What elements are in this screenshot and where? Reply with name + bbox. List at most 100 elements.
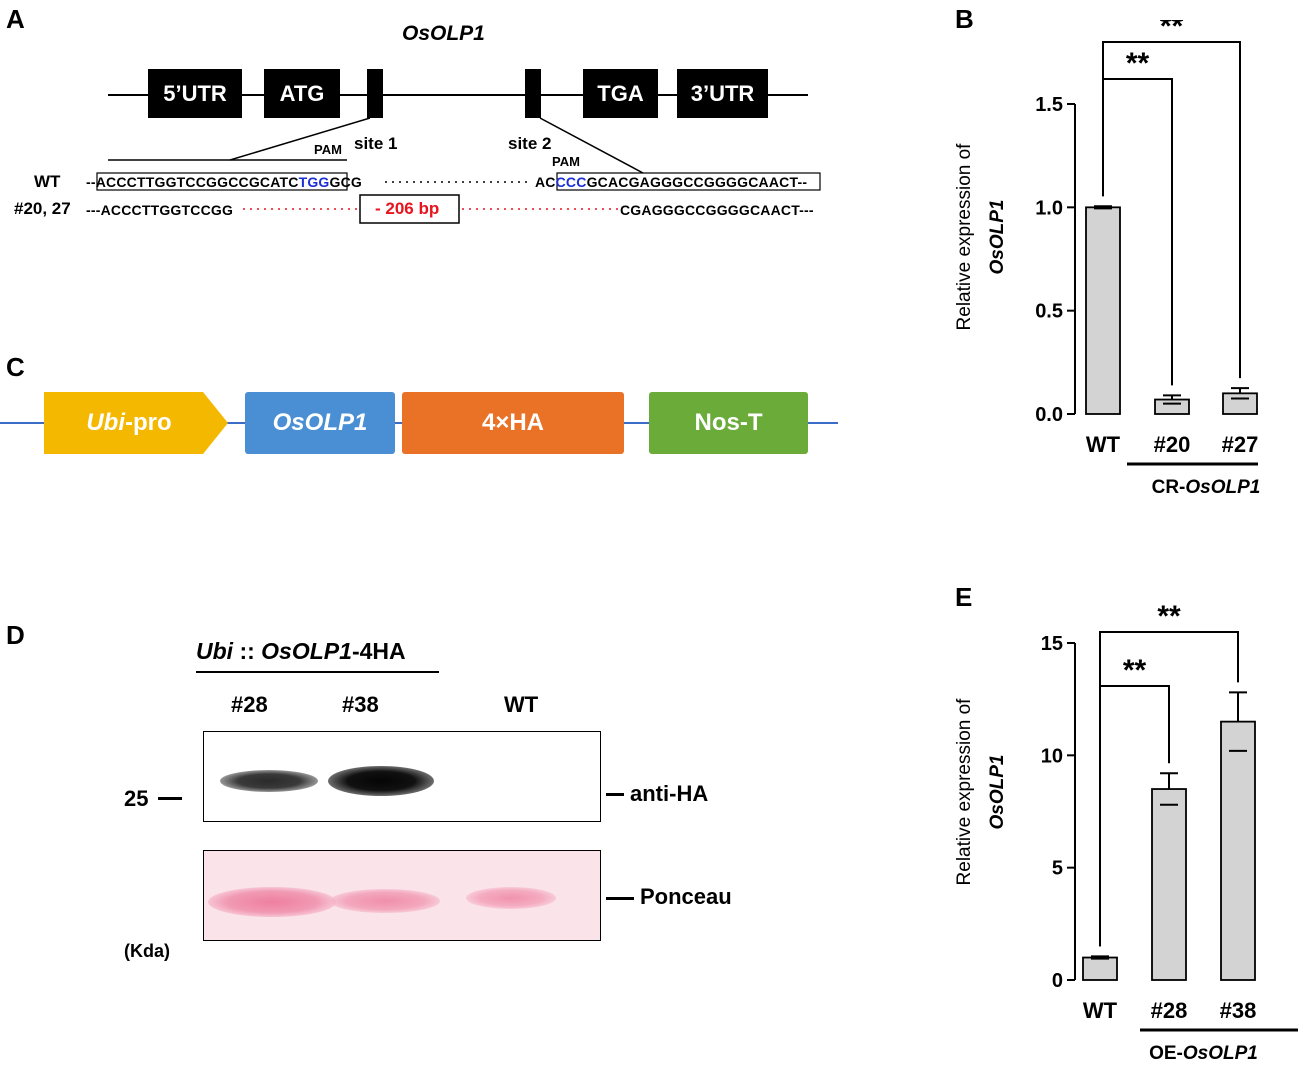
construct-label: Ubi :: OsOLP1-4HA xyxy=(196,638,406,665)
group-label: CR-OsOLP1 xyxy=(1152,477,1261,498)
significance-bracket xyxy=(1102,41,1241,379)
gene-cds-block: OsOLP1 xyxy=(245,392,395,454)
site1-label: site 1 xyxy=(354,134,398,153)
wt-sequence-site2: ACCCCGCACGAGGGCCGGGGCAACT-- xyxy=(535,174,808,190)
lane-label-28: #28 xyxy=(231,692,268,717)
y-axis-label: Relative expression of OsOLP1 xyxy=(954,698,1008,886)
gene-structure-diagram xyxy=(96,69,821,224)
construct-gene: OsOLP1 xyxy=(261,638,352,664)
significance-label: ** xyxy=(1126,47,1150,80)
y-axis-label: Relative expression of OsOLP1 xyxy=(954,143,1008,331)
lane-label-38: #38 xyxy=(342,692,379,717)
panel-letter-b: B xyxy=(955,4,974,34)
mutant-sequence-right: CGAGGGCCGGGGCAACT--- xyxy=(620,202,814,218)
y-label-line1: Relative expression of xyxy=(954,143,975,331)
mutant-label: #20, 27 xyxy=(14,199,71,218)
bar xyxy=(1154,398,1190,415)
x-tick-label: #20 xyxy=(1154,432,1191,457)
y-label-line1: Relative expression of xyxy=(954,698,975,886)
group-label-gene: OsOLP1 xyxy=(1183,1043,1258,1064)
exon-site1 xyxy=(367,69,383,118)
nos-terminator-block: Nos-T xyxy=(649,392,808,454)
x-tick-label: WT xyxy=(1083,998,1118,1023)
wt-seq1-pam: TGG xyxy=(298,174,330,190)
site2-label: site 2 xyxy=(508,134,552,153)
atg-box: ATG xyxy=(264,69,340,118)
y-label-line2: OsOLP1 xyxy=(987,200,1008,275)
ponceau-tick xyxy=(606,897,634,900)
ubi-promoter-label: Ubi-pro xyxy=(44,392,214,454)
ha-tag-block: 4×HA xyxy=(402,392,624,454)
exon-site2 xyxy=(525,69,541,118)
lane-label-wt: WT xyxy=(504,692,539,717)
ubi-rest: -pro xyxy=(125,409,172,436)
unit-label: (Kda) xyxy=(124,941,170,961)
wt-seq2-a: AC xyxy=(535,174,556,190)
wt-seq2-pam: CCC xyxy=(555,174,587,190)
wt-sequence-site1: --ACCCTTGGTCCGGCCGCATCTGGGCG xyxy=(86,174,363,190)
y-tick-label: 0 xyxy=(1052,970,1063,992)
zoom-line-site1 xyxy=(229,117,371,161)
band-28 xyxy=(220,770,318,792)
ponceau-band-wt xyxy=(466,887,556,909)
ponceau-label: Ponceau xyxy=(640,884,732,909)
significance-label: ** xyxy=(1157,600,1181,633)
wt-site1-box xyxy=(96,172,348,191)
wt-seq1-b: GCG xyxy=(329,174,363,190)
bar xyxy=(1151,788,1187,981)
zoom-line-site2 xyxy=(539,117,644,174)
y-tick-label: 15 xyxy=(1041,633,1063,655)
significance-label: ** xyxy=(1123,654,1147,687)
y-tick-label: 0.5 xyxy=(1035,301,1063,323)
utr5-box: 5’UTR xyxy=(148,69,242,118)
x-tick-label: #27 xyxy=(1222,432,1259,457)
ponceau-blot xyxy=(203,850,601,941)
group-label: OE-OsOLP1 xyxy=(1149,1043,1258,1064)
anti-ha-label: anti-HA xyxy=(630,781,709,806)
y-tick-label: 5 xyxy=(1052,858,1063,880)
ponceau-band-28 xyxy=(208,887,336,917)
pam-label-site1: PAM xyxy=(314,142,342,157)
construct-sep: :: xyxy=(233,638,262,664)
y-label-line2: OsOLP1 xyxy=(987,755,1008,830)
anti-ha-blot xyxy=(203,731,601,822)
y-tick-label: 1.0 xyxy=(1035,197,1063,219)
group-label-prefix: CR- xyxy=(1152,477,1186,498)
bar xyxy=(1220,720,1256,981)
gene-title: OsOLP1 xyxy=(402,22,485,45)
x-tick-label: #28 xyxy=(1151,998,1188,1023)
significance-bracket xyxy=(1099,631,1239,947)
y-tick-label: 0.0 xyxy=(1035,404,1063,426)
wt-seq1-a: ACCCTTGGTCCGGCCGCATC xyxy=(95,174,299,190)
bar xyxy=(1082,956,1118,981)
construct-rest: -4HA xyxy=(351,638,406,664)
pam-label-site2: PAM xyxy=(552,154,580,169)
significance-label: ** xyxy=(1160,20,1184,43)
construct-underline xyxy=(196,671,439,673)
mutant-sequence-left: ---ACCCTTGGTCCGG xyxy=(86,202,234,218)
band-38 xyxy=(328,766,434,796)
group-label-gene: OsOLP1 xyxy=(1185,477,1260,498)
x-tick-label: WT xyxy=(1086,432,1121,457)
bar xyxy=(1222,392,1258,415)
wt-label: WT xyxy=(34,172,61,191)
deletion-box xyxy=(359,194,460,224)
y-tick-label: 10 xyxy=(1041,745,1063,767)
utr3-box: 3’UTR xyxy=(677,69,768,118)
x-tick-label: #38 xyxy=(1220,998,1257,1023)
group-label-prefix: OE- xyxy=(1149,1043,1183,1064)
y-tick-label: 1.5 xyxy=(1035,94,1063,116)
panel-letter-a: A xyxy=(6,4,25,34)
panel-letter-e: E xyxy=(955,582,973,612)
ponceau-band-38 xyxy=(330,889,440,913)
deletion-label: - 206 bp xyxy=(375,199,440,218)
anti-ha-tick xyxy=(606,793,624,796)
panel-letter-c: C xyxy=(6,352,25,382)
wt-seq2-b: GCACGAGGGCCGGGGCAACT xyxy=(586,174,798,190)
ubi-italic: Ubi xyxy=(86,409,125,436)
tga-box: TGA xyxy=(583,69,658,118)
ubi-promoter-arrow xyxy=(44,392,228,454)
construct-ubi: Ubi xyxy=(196,638,234,664)
